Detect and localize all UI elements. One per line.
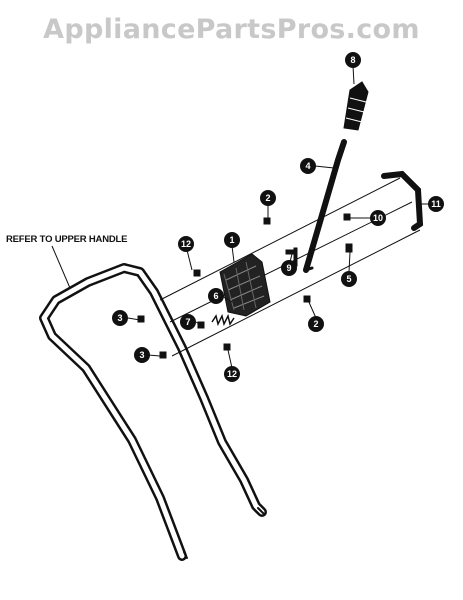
callout-2-upper-label: 2 xyxy=(265,193,270,203)
lower-handle xyxy=(39,263,267,561)
refer-leader-line xyxy=(51,245,71,289)
callout-7-label: 7 xyxy=(185,317,190,327)
callout-4: 4 xyxy=(300,158,316,174)
callout-2-upper: 2 xyxy=(260,190,276,206)
spring-part xyxy=(211,313,235,327)
callout-11-label: 11 xyxy=(431,199,441,209)
callout-8: 8 xyxy=(345,52,361,68)
callout-5-label: 5 xyxy=(346,274,351,284)
callout-11: 11 xyxy=(428,196,444,212)
callout-3-lower: 3 xyxy=(134,347,150,363)
shift-plate-part xyxy=(219,253,271,317)
callout-3-upper-label: 3 xyxy=(117,313,122,323)
callout-7: 7 xyxy=(180,314,196,330)
callout-10-label: 10 xyxy=(373,213,383,223)
callout-9-label: 9 xyxy=(286,263,291,273)
callout-3-upper: 3 xyxy=(112,310,128,326)
callout-2-lower: 2 xyxy=(308,316,324,332)
callout-6-label: 6 xyxy=(213,291,218,301)
watermark-text: AppliancePartsPros.com xyxy=(43,14,420,45)
callout-4-label: 4 xyxy=(305,161,310,171)
callout-2-lower-label: 2 xyxy=(313,319,318,329)
callout-9: 9 xyxy=(281,260,297,276)
callout-12-upper: 12 xyxy=(178,236,194,252)
callout-1: 1 xyxy=(224,232,240,248)
callout-12-upper-label: 12 xyxy=(181,239,191,249)
callout-8-label: 8 xyxy=(350,55,355,65)
callout-1-label: 1 xyxy=(229,235,234,245)
callout-5: 5 xyxy=(341,271,357,287)
end-cap-part xyxy=(381,170,424,231)
callout-12-lower-label: 12 xyxy=(227,369,237,379)
refer-upper-handle-label: REFER TO UPPER HANDLE xyxy=(6,234,128,245)
callout-12-lower: 12 xyxy=(224,366,240,382)
callout-3-lower-label: 3 xyxy=(139,350,144,360)
callout-10: 10 xyxy=(370,210,386,226)
callout-6: 6 xyxy=(208,288,224,304)
knob-grip-part xyxy=(343,81,369,131)
shift-rod-part xyxy=(303,139,347,273)
